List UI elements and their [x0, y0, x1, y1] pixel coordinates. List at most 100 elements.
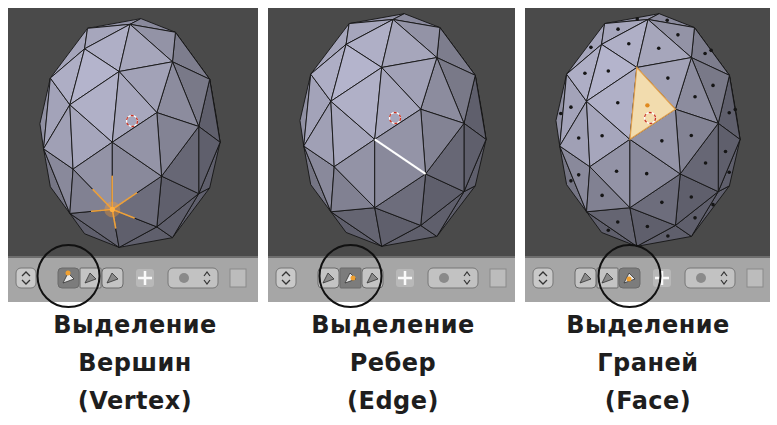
dropdown-icon — [179, 273, 189, 283]
face-dot — [689, 195, 693, 199]
mesh-face — [590, 139, 630, 207]
dropdown-button — [168, 268, 218, 288]
face-dot — [711, 84, 715, 88]
mode-icon — [602, 273, 613, 283]
face-dot — [607, 69, 611, 73]
highlight-circle — [599, 245, 661, 307]
viewport-panel — [8, 8, 258, 307]
face-dot — [733, 108, 737, 112]
toolbar-strip — [525, 256, 770, 302]
face-dot — [559, 112, 563, 116]
toolbar-icon — [747, 269, 763, 287]
face-dot — [727, 111, 731, 115]
toolbar-icon-glyph — [655, 271, 669, 285]
highlight-circle — [38, 245, 100, 307]
toolbar-icon-glyph — [138, 271, 152, 285]
mesh-face — [587, 67, 637, 139]
face-dot — [577, 173, 581, 177]
select-mode-button — [619, 268, 640, 288]
header-toolbar — [8, 256, 258, 302]
dropdown-icon — [439, 273, 449, 283]
selected-edge — [375, 139, 426, 174]
viewport-background — [8, 8, 258, 302]
face-dot — [607, 228, 611, 232]
viewport-background — [525, 8, 770, 302]
dropdown-arrows — [721, 272, 727, 284]
mesh-face — [112, 113, 161, 177]
header-toolbar — [268, 256, 515, 302]
mode-icon-highlight — [351, 276, 356, 281]
toolbar-icon-glyph — [398, 271, 412, 285]
mode-icon — [323, 273, 334, 283]
select-mode-button — [340, 268, 361, 288]
toolbar-icon — [230, 269, 246, 287]
spinner-arrows — [22, 272, 30, 284]
face-dot — [635, 17, 639, 21]
dropdown-arrows — [464, 272, 470, 284]
viewport-panel — [525, 8, 770, 307]
toolbar-strip — [268, 256, 515, 302]
caption-label: Выделение Вершин (Vertex) — [53, 306, 217, 420]
highlight-circle — [320, 245, 382, 307]
mesh-face — [375, 109, 426, 174]
dropdown-icon — [696, 273, 706, 283]
cursor-ring-dashes — [645, 113, 656, 124]
toolbar-strip — [8, 256, 258, 302]
caption-label: Выделение Граней (Face) — [566, 306, 730, 420]
face-dot — [666, 76, 670, 80]
icosphere-mesh — [556, 14, 740, 247]
mesh-face — [560, 101, 590, 166]
dropdown-button — [428, 268, 478, 288]
selected-face — [630, 67, 675, 139]
face-dot — [646, 225, 650, 229]
viewport-background — [268, 8, 515, 302]
mesh-face — [334, 139, 375, 207]
face-dot — [615, 169, 619, 173]
face-dot — [589, 46, 593, 50]
spinner-button — [276, 268, 296, 288]
spinner-button — [16, 268, 36, 288]
mode-icon — [624, 273, 635, 283]
face-dot — [583, 71, 587, 75]
face-dot — [657, 46, 661, 50]
mode-icon — [367, 273, 378, 283]
header-toolbar — [525, 256, 770, 302]
cursor-ring — [127, 116, 138, 127]
icosphere-mesh — [40, 19, 220, 248]
toolbar-icon — [653, 269, 671, 287]
spinner-button — [533, 268, 553, 288]
mesh-face — [587, 208, 637, 247]
dropdown-arrows — [204, 272, 210, 284]
face-dot — [616, 220, 620, 224]
face-dot — [660, 139, 664, 143]
face-dot — [627, 42, 631, 46]
dropdown-button — [685, 268, 735, 288]
face-dot — [660, 201, 664, 205]
face-dot — [676, 33, 680, 37]
mesh-face — [421, 109, 464, 174]
3d-cursor — [127, 116, 138, 127]
vertex-glow — [104, 201, 120, 217]
face-dot — [645, 103, 649, 107]
face-dot — [616, 27, 620, 31]
mode-icon — [107, 273, 118, 283]
face-dot — [666, 234, 670, 238]
caption-label: Выделение Ребер (Edge) — [311, 306, 475, 420]
toolbar-border — [525, 256, 770, 258]
toolbar-icon — [490, 269, 506, 287]
cursor-ring-dashes — [390, 113, 401, 124]
face-dot — [600, 194, 604, 198]
selected-vertex — [110, 207, 115, 212]
3d-cursor — [645, 113, 656, 124]
mode-icon — [85, 273, 96, 283]
face-dot — [693, 95, 697, 99]
toolbar-icon — [136, 269, 154, 287]
face-dot — [569, 105, 573, 109]
mode-icon-highlight — [627, 277, 632, 282]
face-dot — [689, 134, 693, 138]
face-dot — [616, 101, 620, 105]
select-mode-button — [102, 268, 123, 288]
viewport-panel — [268, 8, 515, 307]
